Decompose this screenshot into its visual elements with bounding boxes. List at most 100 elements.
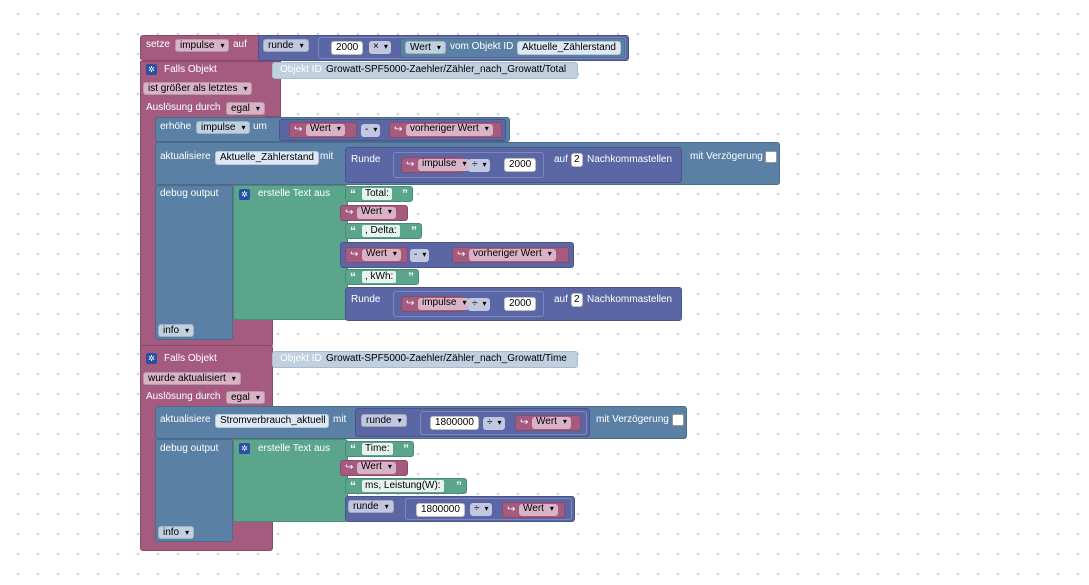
impulse-var-dropdown[interactable]: impulse (418, 298, 471, 310)
divide-operator-dropdown[interactable]: ÷ (468, 298, 490, 311)
vom-objekt-label: vom Objekt ID (450, 41, 514, 52)
ausloesung-dropdown[interactable]: egal (226, 391, 265, 404)
round-mode-dropdown[interactable]: runde (361, 414, 407, 427)
ausloesung-label: Auslösung durch (146, 391, 221, 402)
debug-output-label: debug output (160, 443, 219, 454)
divide-number-field[interactable]: 1800000 (416, 503, 465, 517)
minus-operator-dropdown[interactable]: - (410, 249, 430, 262)
arrow-icon: ↪ (406, 159, 415, 170)
decimals-field[interactable]: 2 (571, 153, 583, 167)
divide-operator-dropdown[interactable]: ÷ (470, 503, 492, 516)
debug-output-block[interactable] (155, 439, 233, 542)
vorheriger-var-block[interactable]: ↪vorheriger Wert (389, 122, 502, 138)
wert-var-block[interactable]: ↪Wert (345, 247, 408, 263)
text-value[interactable]: Time: (362, 443, 393, 455)
vorheriger-var-dropdown[interactable]: vorheriger Wert (469, 249, 556, 261)
impulse-var-dropdown[interactable]: impulse (418, 159, 471, 171)
impulse-var-block[interactable]: ↪impulse (401, 157, 471, 173)
divide-number-field[interactable]: 2000 (504, 297, 537, 311)
runde-label: Runde (351, 294, 381, 305)
gear-icon[interactable]: ✲ (146, 353, 157, 364)
erhoehe-label: erhöhe (160, 121, 192, 132)
delay-checkbox[interactable] (765, 151, 777, 163)
text-value[interactable]: , Delta: (362, 225, 400, 237)
text-kwh[interactable]: “, kWh:” (345, 269, 419, 285)
nachkomma-label: Nachkommastellen (587, 294, 673, 305)
debug-output-block[interactable] (155, 185, 233, 340)
wert-var-block[interactable]: ↪Wert (340, 205, 408, 221)
text-value[interactable]: , kWh: (362, 271, 397, 283)
wert-var-block[interactable]: ↪Wert (502, 502, 565, 518)
impulse-var-block[interactable]: ↪impulse (401, 296, 471, 312)
multiply-number-field[interactable]: 2000 (331, 41, 364, 55)
debug-level-dropdown[interactable]: info (158, 324, 195, 337)
nachkomma-label: Nachkommastellen (587, 154, 673, 165)
delay-checkbox[interactable] (672, 414, 684, 426)
wert-var-block[interactable]: ↪Wert (289, 122, 357, 138)
divide-number-field[interactable]: 1800000 (430, 416, 479, 430)
gear-icon[interactable]: ✲ (239, 189, 250, 200)
gear-icon[interactable]: ✲ (146, 64, 157, 75)
update-object-field[interactable]: Aktuelle_Zählerstand (215, 151, 319, 165)
arrow-icon: ↪ (345, 207, 354, 218)
wert-var-dropdown[interactable]: Wert (532, 417, 571, 429)
object-id-block[interactable] (272, 351, 578, 368)
text-time[interactable]: “Time:” (345, 441, 414, 457)
mit-label: mit (320, 151, 334, 162)
erstelle-text-label: erstelle Text aus (258, 188, 331, 199)
wert-var-dropdown[interactable]: Wert (306, 124, 345, 136)
arrow-icon: ↪ (350, 249, 359, 260)
text-value[interactable]: Total: (362, 188, 392, 200)
vorheriger-var-dropdown[interactable]: vorheriger Wert (406, 124, 493, 136)
object-id-block[interactable] (272, 62, 578, 79)
arrow-icon: ↪ (294, 124, 303, 135)
trigger-1-object-id[interactable]: Growatt-SPF5000-Zaehler/Zähler_nach_Grow… (326, 64, 567, 75)
text-total[interactable]: “Total:” (345, 186, 413, 202)
objekt-id-label: Objekt ID (280, 353, 322, 364)
arrow-icon: ↪ (406, 298, 415, 309)
round-mode-dropdown[interactable]: runde (263, 39, 309, 52)
wert-var-block[interactable]: ↪Wert (340, 460, 408, 476)
text-delta[interactable]: “, Delta:” (345, 223, 422, 239)
aktualisiere-label: aktualisiere (160, 414, 211, 425)
text-leistung[interactable]: “ms, Leistung(W):” (345, 478, 467, 494)
trigger-2-object-id[interactable]: Growatt-SPF5000-Zaehler/Zähler_nach_Grow… (326, 353, 567, 364)
get-value-attr-dropdown[interactable]: Wert (405, 41, 446, 54)
update-object-field[interactable]: Stromverbrauch_aktuell (215, 414, 329, 428)
wert-var-block[interactable]: ↪Wert (515, 415, 581, 431)
text-value[interactable]: ms, Leistung(W): (362, 480, 444, 492)
falls-objekt-label: Falls Objekt (164, 353, 217, 364)
decimals-field[interactable]: 2 (571, 293, 583, 307)
trigger-1-condition-dropdown[interactable]: ist größer als letztes (143, 82, 253, 95)
divide-operator-dropdown[interactable]: ÷ (468, 159, 490, 172)
runde-label: Runde (351, 154, 381, 165)
ausloesung-dropdown[interactable]: egal (226, 102, 265, 115)
create-text-block[interactable] (233, 185, 348, 320)
set-variable-dropdown[interactable]: impulse (175, 39, 230, 52)
objekt-id-label: Objekt ID (280, 64, 322, 75)
debug-output-label: debug output (160, 188, 219, 199)
wert-var-dropdown[interactable]: Wert (357, 462, 396, 474)
verzoegerung-label: mit Verzögerung (596, 414, 669, 425)
wert-var-dropdown[interactable]: Wert (357, 207, 396, 219)
wert-var-dropdown[interactable]: Wert (362, 249, 401, 261)
trigger-2-condition-dropdown[interactable]: wurde aktualisiert (143, 372, 241, 385)
auf-label: auf (233, 39, 247, 50)
arrow-icon: ↪ (520, 417, 529, 428)
arrow-icon: ↪ (457, 249, 466, 260)
increment-variable-dropdown[interactable]: impulse (196, 121, 251, 134)
vorheriger-var-block[interactable]: ↪vorheriger Wert (452, 247, 569, 263)
get-value-object-field[interactable]: Aktuelle_Zählerstand (517, 41, 621, 55)
verzoegerung-label: mit Verzögerung (690, 151, 763, 162)
multiply-operator-dropdown[interactable]: × (369, 41, 391, 54)
wert-var-dropdown[interactable]: Wert (519, 504, 558, 516)
create-text-block[interactable] (233, 439, 348, 522)
divide-operator-dropdown[interactable]: ÷ (483, 417, 505, 430)
aktualisiere-label: aktualisiere (160, 151, 211, 162)
arrow-icon: ↪ (507, 504, 516, 515)
minus-operator-dropdown[interactable]: - (361, 124, 381, 137)
divide-number-field[interactable]: 2000 (504, 158, 537, 172)
gear-icon[interactable]: ✲ (239, 443, 250, 454)
round-mode-dropdown[interactable]: runde (348, 500, 394, 513)
debug-level-dropdown[interactable]: info (158, 526, 195, 539)
